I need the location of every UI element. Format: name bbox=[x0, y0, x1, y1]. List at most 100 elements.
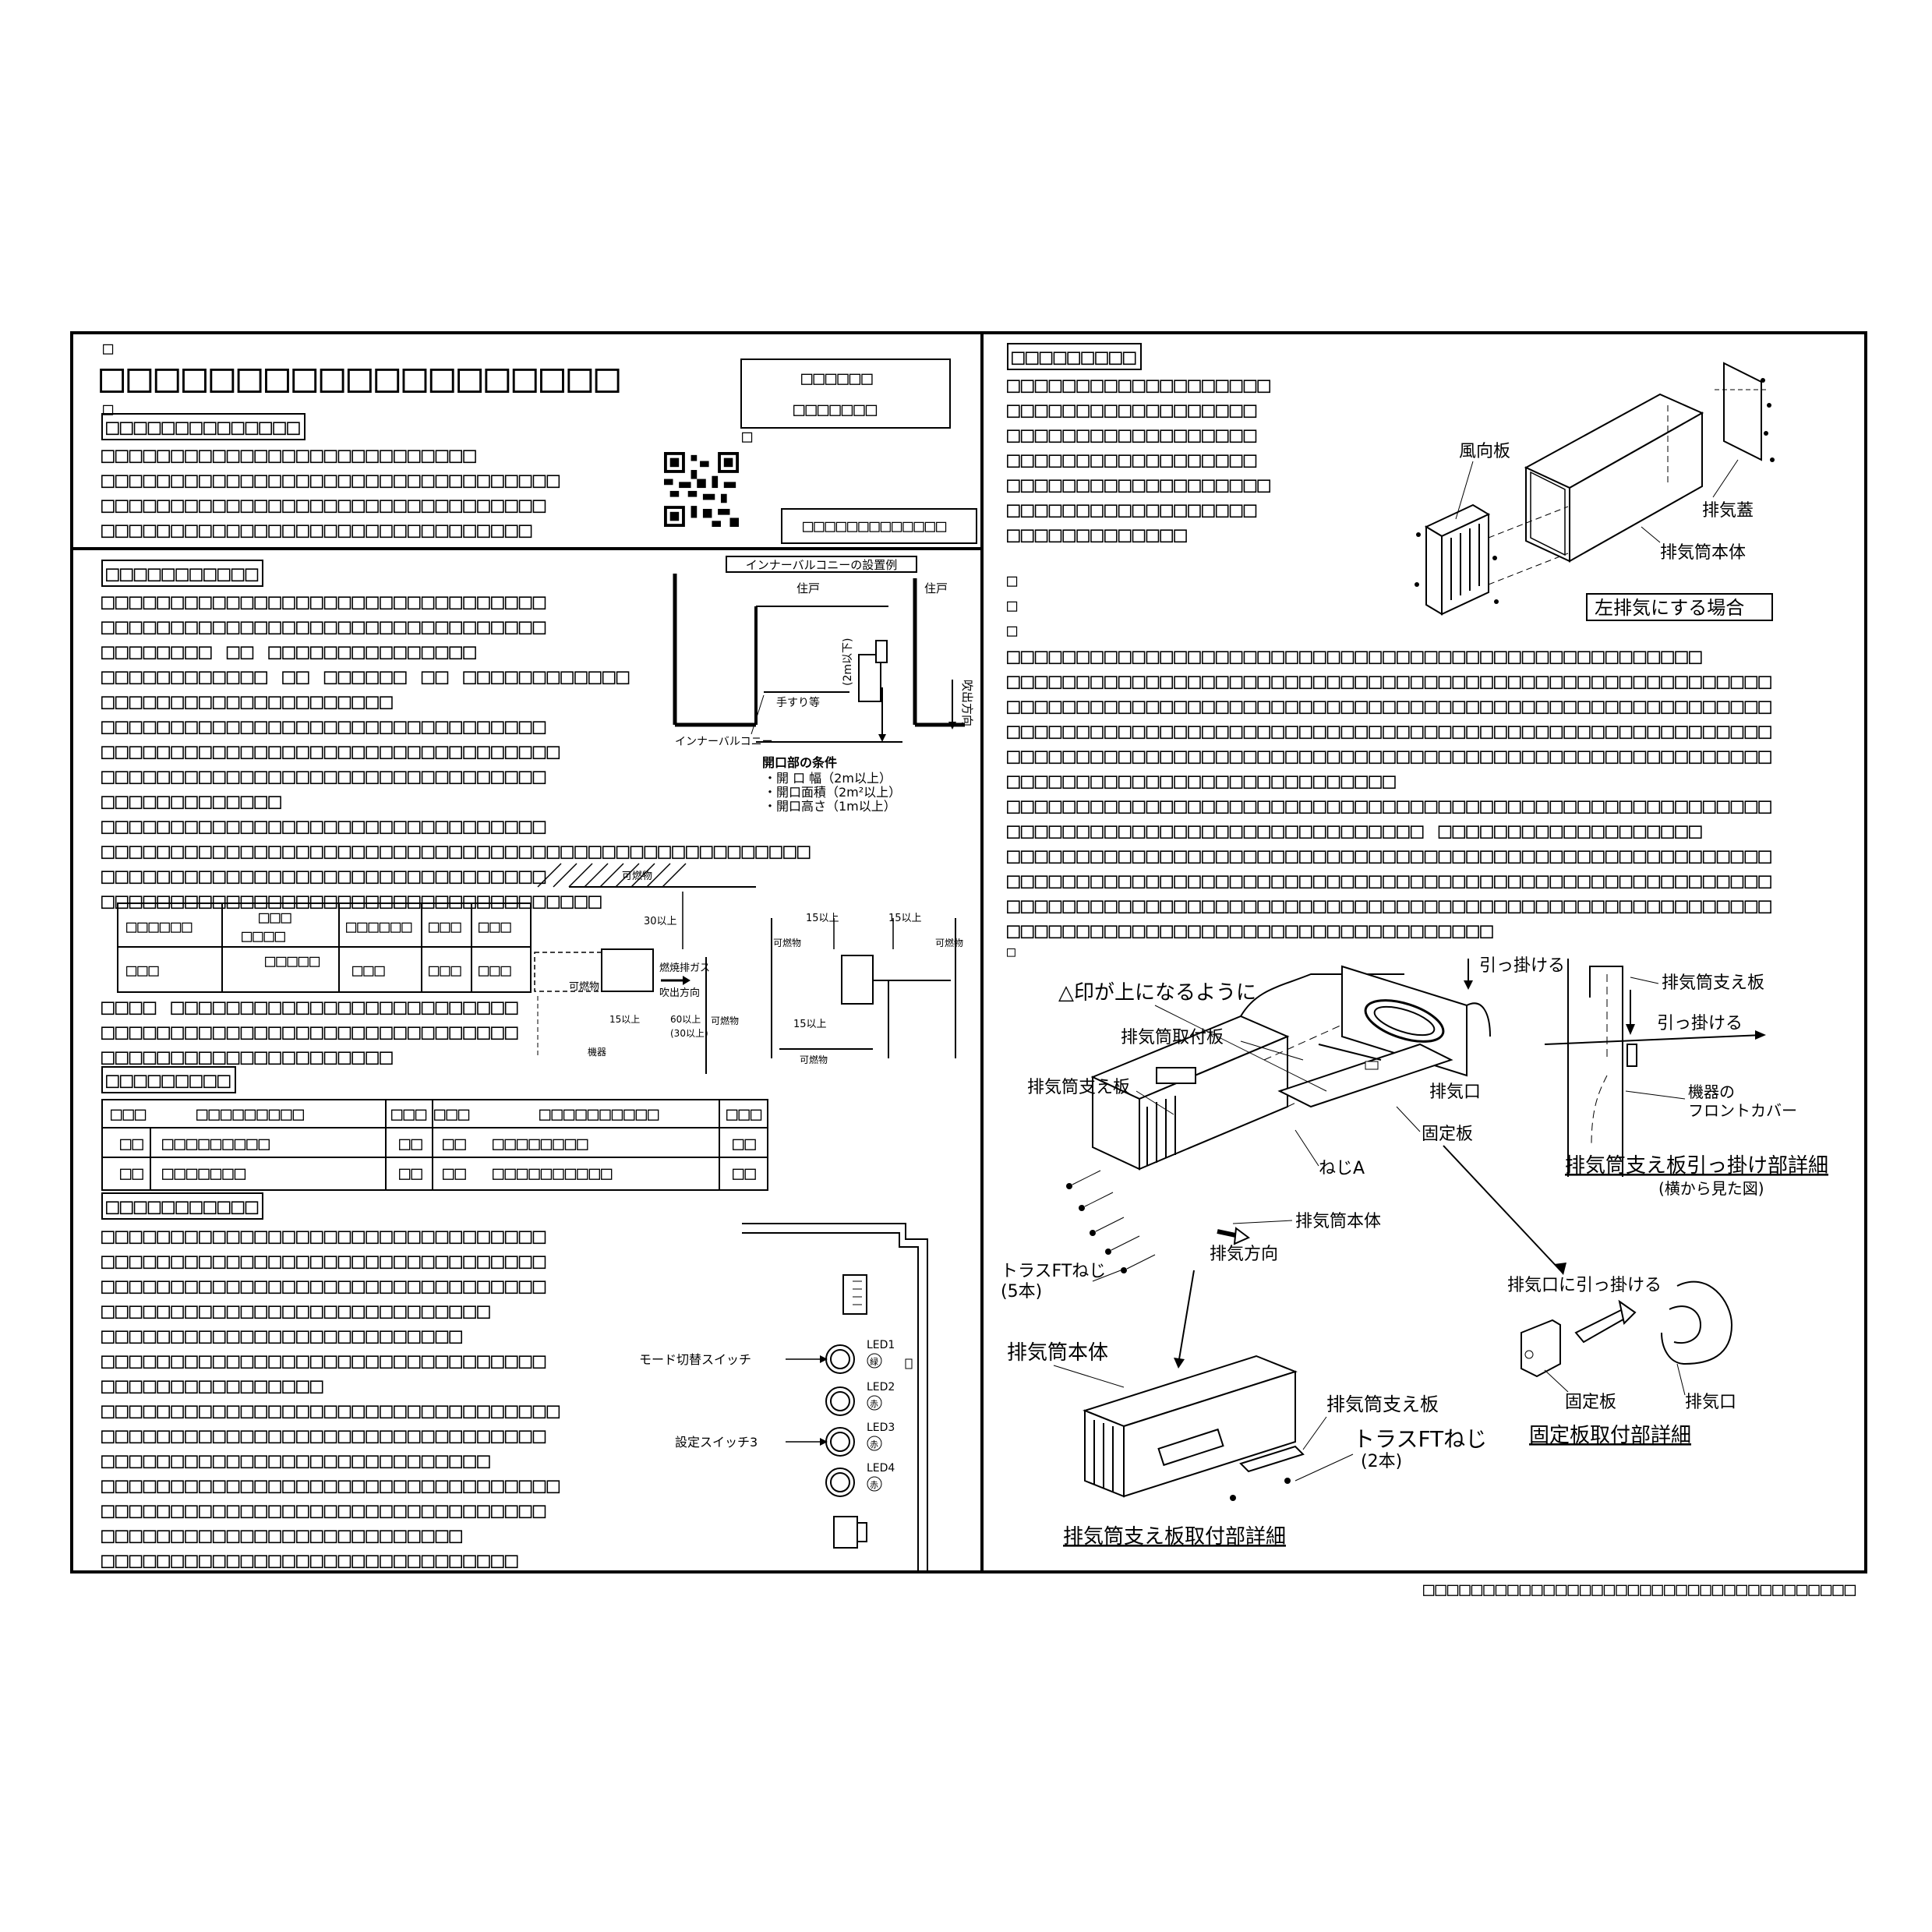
section-1-line: □□□□□□□□□□□□□□□□□□□□□□□□□□□□□□□□ bbox=[101, 492, 547, 517]
right-line: □□□□□□□□□□□□□□□□□□ bbox=[1007, 422, 1258, 447]
exhaust-port-label: 排気口 bbox=[1429, 1083, 1481, 1102]
height-label: (2m以下) bbox=[842, 638, 854, 686]
right-para-line: □□□□□□□□□□□□□□□□□□□□□□□□□□□□□□ □□□□□□□□□… bbox=[1007, 818, 1703, 843]
clearance-30b: (30以上) bbox=[670, 1028, 708, 1039]
table-header: □□□ bbox=[434, 1103, 471, 1125]
qr-code bbox=[664, 452, 739, 527]
doc-number: □□□□□□□□□□□□□ bbox=[803, 517, 948, 536]
right-para-line: □□□□□□□□□□□□□□□□□□□□□□□□□□□□□□□□□□□□□□□□… bbox=[1007, 668, 1773, 694]
section-2-line: □□□□□□□□□□□□□□□□□□□□□□□□□□□□□□ bbox=[101, 1019, 519, 1044]
table-cell: □□□ bbox=[479, 917, 512, 937]
fixing-plate-label: 固定板 bbox=[1422, 1125, 1473, 1144]
device-label: 機器 bbox=[588, 1046, 606, 1058]
header-divider bbox=[70, 547, 982, 550]
right-mark: □ bbox=[1007, 571, 1019, 591]
led4-color: 赤 bbox=[870, 1480, 878, 1490]
section-4-line: □□□□□□□□□□□□□□□□ bbox=[101, 1372, 324, 1398]
right-para-line: □□□□□□□□□□□□□□□□□□□□□□□□□□□□□□□□□□□□□□□□… bbox=[1007, 693, 1773, 719]
right-para-line: □□□□□□□□□□□□□□□□□□□□□□□□□□□□ bbox=[1007, 768, 1397, 793]
table-header: □□□ bbox=[726, 1103, 763, 1125]
spec-table-2: □□□ □□□□□□□□□ □□□ □□□ □□□□□□□□□□ □□□ □□ … bbox=[101, 1099, 768, 1191]
assembly-diagram: △印が上になるように 引っ掛ける 排気筒取付板 排気筒支え板 排気口 固定板 ね… bbox=[1001, 956, 1828, 1549]
truss-screw-label: トラスFTねじ bbox=[1001, 1262, 1106, 1281]
section-2-line: □□□□□□□□□□□□□□□□□□□□□ bbox=[101, 1044, 394, 1069]
right-mark: □ bbox=[1007, 621, 1019, 641]
section-2-line: □□□□□□□□□□□□ □□ □□□□□□ □□ □□□□□□□□□□□□ bbox=[101, 663, 630, 689]
setting-switch-label: 設定スイッチ3 bbox=[675, 1435, 758, 1450]
screw-a-label: ねじA bbox=[1319, 1159, 1365, 1178]
table-cell: □□ bbox=[733, 1132, 757, 1154]
section-4-line: □□□□□□□□□□□□□□□□□□□□□□□□□□ bbox=[101, 1522, 464, 1548]
model-line-2: □□□□□□□ bbox=[793, 398, 878, 420]
clearance-30: 30以上 bbox=[644, 916, 677, 927]
balcony-title: インナーバルコニーの設置例 bbox=[746, 558, 898, 572]
condition-3: ・開口高さ（1m以上） bbox=[764, 799, 896, 814]
section-2-line: □□□□□□□□□□□□□□□□□□□□□□□□□□□□□□□□□□□□ bbox=[101, 888, 602, 913]
side-view-label: (横から見た図) bbox=[1658, 1179, 1764, 1198]
exhaust-cover-label: 排気蓋 bbox=[1702, 501, 1754, 521]
table-cell: □□□□□□ bbox=[346, 917, 413, 937]
flammable-label: 可燃物 bbox=[622, 870, 652, 882]
table-header: □□□□□□□□□□ bbox=[539, 1103, 660, 1125]
page-title: □□□□□□□□□□□□□□□□□□□ bbox=[100, 355, 623, 401]
right-para-line: □□□□□□□□□□□□□□□□□□□□□□□□□□□□□□□□□□□□□□□□… bbox=[1007, 718, 1773, 743]
led1-color: 緑 bbox=[870, 1356, 878, 1367]
column-divider bbox=[980, 331, 984, 1574]
right-para-line: □□□□□□□□□□□□□□□□□□□□□□□□□□□□□□□□□□□□□□□□… bbox=[1007, 867, 1773, 893]
table-cell: □□□ bbox=[479, 961, 512, 980]
section-4-line: □□□□□□□□□□□□□□□□□□□□□□□□□□□□□□□□ bbox=[101, 1347, 547, 1373]
section-4-line: □□□□□□□□□□□□□□□□□□□□□□□□□□□□□□□□ bbox=[101, 1223, 547, 1249]
table-cell: □□□□□□□□ bbox=[493, 1132, 589, 1154]
led1-label: LED1 bbox=[867, 1339, 895, 1351]
support-plate-label-2: 排気筒支え板 bbox=[1326, 1393, 1439, 1415]
table-cell: □□□ bbox=[429, 961, 462, 980]
table-header: □□□□□□□□□ bbox=[196, 1103, 306, 1125]
right-line: □□□□□□□□□□□□□□□□□□ bbox=[1007, 496, 1258, 522]
section-4-line: □□□□□□□□□□□□□□□□□□□□□□□□□□ bbox=[101, 1323, 464, 1348]
right-line: □□□□□□□□□□□□□□□□□□ bbox=[1007, 447, 1258, 472]
right-line: □□□□□□□□□□□□□□□□□□□ bbox=[1007, 372, 1272, 397]
section-2-line: □□□□□□□□□□□□□□□□□□□□□□□□□□□□□□□□ bbox=[101, 863, 547, 888]
condition-2: ・開口面積（2m²以上） bbox=[764, 785, 901, 800]
left-exhaust-caption: 左排気にする場合 bbox=[1595, 597, 1744, 619]
table-cell: □□□□□ bbox=[265, 952, 321, 971]
table-cell: □□□ bbox=[352, 961, 386, 980]
spec-table-1: □□□□□□ □□□ □□□□ □□□□□□ □□□ □□□ □□□ □□□□□… bbox=[117, 902, 532, 993]
section-4-line: □□□□□□□□□□□□□□□□□□□□□□□□□□□□□□ bbox=[101, 1547, 519, 1573]
hook-label: 引っ掛ける bbox=[1479, 956, 1565, 976]
clearance-15-b: 15以上 bbox=[888, 913, 922, 924]
section-2-line: □□□□□□□□□□□□□□□□□□□□□□□□□□□□□□□□ bbox=[101, 763, 547, 789]
table-cell: □□□ bbox=[126, 961, 160, 980]
document-frame bbox=[70, 331, 1867, 1574]
flammable-label-2: 可燃物 bbox=[569, 980, 599, 993]
right-para-line: □□□□□□□□□□□□□□□□□□□□□□□□□□□□□□□□□□□□□□□□… bbox=[1007, 793, 1773, 818]
fixing-plate-label-2: 固定板 bbox=[1565, 1393, 1616, 1412]
table-cell: □□□□ bbox=[242, 927, 286, 946]
section-1-line: □□□□□□□□□□□□□□□□□□□□□□□□□□□□□□□□□ bbox=[101, 467, 561, 493]
body-label: 排気筒本体 bbox=[1660, 543, 1746, 563]
body-label-2: 排気筒本体 bbox=[1295, 1212, 1381, 1231]
exhaust-gas-label: 燃焼排ガス bbox=[659, 962, 710, 974]
table-cell: □□ bbox=[120, 1132, 144, 1154]
flammable-label-5: 可燃物 bbox=[935, 937, 963, 948]
dwelling-label-2: 住戸 bbox=[924, 581, 948, 595]
condition-title: 開口部の条件 bbox=[762, 755, 837, 770]
section-4-line: □□□□□□□□□□□□□□□□□□□□□□□□□□□□□□□□ bbox=[101, 1497, 547, 1523]
dwelling-label-1: 住戸 bbox=[796, 581, 820, 595]
table-cell: □□ bbox=[733, 1162, 757, 1184]
section-4-heading: □□□□□□□□□□□ bbox=[101, 1192, 264, 1220]
footer-text: □□□□□□□□□□□□□□□□□□□□□□□□□□□□□□□□□□□□ bbox=[1423, 1578, 1857, 1600]
section-4-line: □□□□□□□□□□□□□□□□□□□□□□□□□□□□□□□□ bbox=[101, 1273, 547, 1298]
clearance-15-a: 15以上 bbox=[806, 913, 839, 924]
clearance-15-c: 15以上 bbox=[793, 1019, 827, 1030]
model-note: □ bbox=[742, 427, 754, 447]
section-4-line: □□□□□□□□□□□□□□□□□□□□□□□□□□□□□□□□ bbox=[101, 1248, 547, 1273]
flammable-label-6: 可燃物 bbox=[800, 1054, 828, 1065]
header-mark: □ bbox=[103, 339, 115, 358]
section-3-heading: □□□□□□□□□ bbox=[101, 1066, 236, 1093]
right-para-line: □□□□□□□□□□□□□□□□□□□□□□□□□□□□□□□□□□□□□□□□… bbox=[1007, 892, 1773, 918]
exhaust-port-label-2: 排気口 bbox=[1685, 1393, 1736, 1412]
right-mark: □ bbox=[1007, 596, 1019, 616]
hook-label-2: 引っ掛ける bbox=[1657, 1014, 1743, 1033]
section-2-line: □□□□□□□□□□□□□□□□□□□□□□□□□□□□□□□□□ bbox=[101, 738, 561, 764]
